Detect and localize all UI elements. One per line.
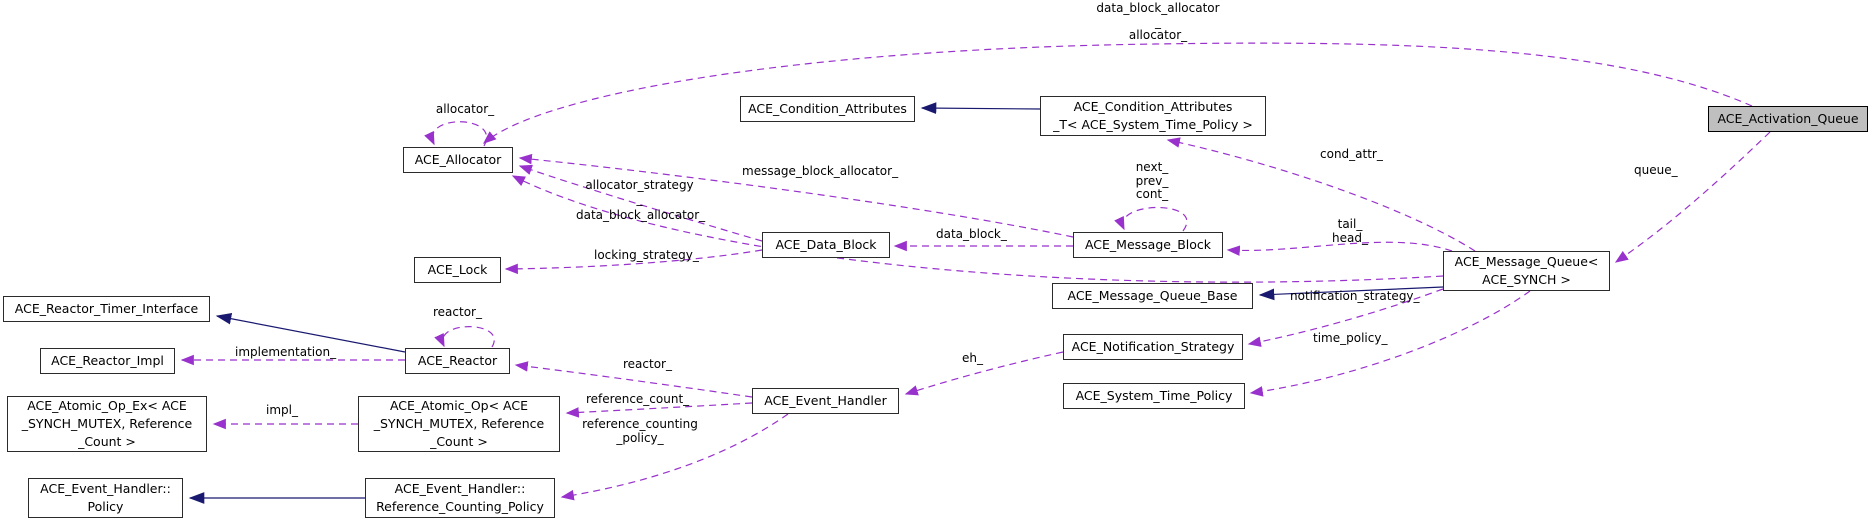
edge-label-impl: impl_: [266, 403, 298, 417]
edge-reference-counting-policy: [560, 413, 789, 501]
node-ace-event-handler[interactable]: ACE_Event_Handler: [752, 388, 899, 414]
node-ace-message-queue-base[interactable]: ACE_Message_Queue_Base: [1052, 283, 1253, 309]
edge-inherit-reactor-timer-interface: [215, 312, 406, 353]
edge-label-eh: eh_: [962, 351, 983, 365]
node-ace-event-handler-policy[interactable]: ACE_Event_Handler:: Policy: [28, 478, 183, 518]
edge-data-block-allocator: [511, 175, 1444, 283]
edge-label-cond-attr: cond_attr_: [1320, 147, 1383, 161]
edge-label-queue: queue_: [1634, 163, 1678, 177]
node-ace-notification-strategy[interactable]: ACE_Notification_Strategy: [1063, 334, 1243, 360]
edge-label-reactor-member: reactor_: [623, 357, 672, 371]
edge-reference-count: [565, 402, 753, 418]
edge-locking-strategy: [504, 249, 763, 275]
edge-time-policy: [1249, 290, 1531, 397]
node-ace-system-time-policy[interactable]: ACE_System_Time_Policy: [1063, 383, 1245, 409]
edge-label-reference-counting-policy: reference_counting _policy_: [582, 417, 698, 445]
edge-inherit-condition-attributes: [920, 102, 1041, 114]
edge-reactor-member: [514, 361, 753, 398]
edge-label-implementation: implementation_: [235, 345, 337, 359]
edge-reactor-self-loop: [434, 326, 495, 348]
node-ace-reactor-timer-interface[interactable]: ACE_Reactor_Timer_Interface: [3, 296, 210, 322]
edge-cond-attr: [1166, 137, 1476, 252]
node-ace-message-block[interactable]: ACE_Message_Block: [1073, 232, 1223, 258]
node-ace-atomic-op[interactable]: ACE_Atomic_Op< ACE _SYNCH_MUTEX, Referen…: [358, 396, 560, 452]
edge-label-data-block-allocator-allocator: data_block_allocator _ allocator_: [1096, 1, 1220, 42]
node-ace-event-handler-reference-counting-policy[interactable]: ACE_Event_Handler:: Reference_Counting_P…: [365, 478, 555, 518]
edge-top-allocators: [482, 42, 1753, 144]
edge-tail-head: [1226, 241, 1453, 256]
node-ace-atomic-op-ex[interactable]: ACE_Atomic_Op_Ex< ACE _SYNCH_MUTEX, Refe…: [7, 396, 207, 452]
edge-label-allocator-self: allocator_: [435, 102, 495, 116]
edge-label-tail-head: tail_ head_: [1332, 217, 1368, 245]
node-ace-message-queue[interactable]: ACE_Message_Queue< ACE_SYNCH >: [1443, 251, 1610, 291]
edge-label-notification-strategy: notification_strategy_: [1290, 289, 1420, 303]
edge-queue: [1614, 131, 1771, 263]
node-ace-activation-queue[interactable]: ACE_Activation_Queue: [1708, 106, 1868, 132]
edge-label-reactor-self: reactor_: [433, 305, 482, 319]
edge-inherit-message-queue-base: [1258, 286, 1444, 301]
node-ace-reactor-impl[interactable]: ACE_Reactor_Impl: [40, 348, 175, 374]
edge-label-data-block: data_block_: [936, 227, 1007, 241]
edge-label-time-policy: time_policy_: [1313, 331, 1388, 345]
edge-label-reference-count: reference_count_: [586, 392, 690, 406]
edge-label-data-block-allocator: data_block_allocator_: [576, 208, 706, 222]
edge-message-block-allocator: [518, 153, 1074, 238]
edge-notification-strategy: [1247, 288, 1444, 347]
edge-label-message-block-allocator: message_block_allocator_: [742, 164, 899, 178]
edge-message-block-self-loop: [1114, 207, 1188, 232]
node-ace-data-block[interactable]: ACE_Data_Block: [762, 232, 890, 258]
node-ace-condition-attributes[interactable]: ACE_Condition_Attributes: [740, 96, 915, 122]
node-ace-lock[interactable]: ACE_Lock: [414, 257, 501, 283]
node-ace-condition-attributes-t[interactable]: ACE_Condition_Attributes _T< ACE_System_…: [1040, 96, 1266, 136]
node-ace-allocator[interactable]: ACE_Allocator: [403, 147, 513, 173]
edge-label-next-prev-cont: next_ prev_ cont_: [1135, 160, 1169, 201]
edge-eh: [904, 351, 1064, 396]
edge-label-allocator-strategy: allocator_strategy _: [585, 178, 694, 206]
node-ace-reactor[interactable]: ACE_Reactor: [405, 348, 510, 374]
edge-allocator-strategy: [518, 164, 763, 242]
edge-allocator-self-loop: [424, 121, 488, 147]
edge-label-locking-strategy: locking_strategy_: [594, 248, 699, 262]
